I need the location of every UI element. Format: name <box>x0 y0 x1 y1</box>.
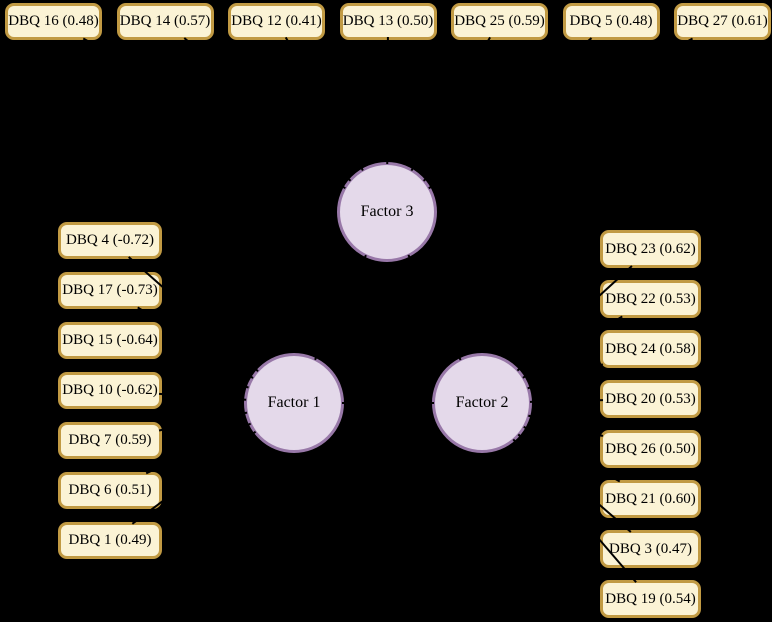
dbq-box: DBQ 4 (-0.72) <box>58 222 162 259</box>
dbq-box: DBQ 1 (0.49) <box>58 522 162 559</box>
dbq-box: DBQ 22 (0.53) <box>600 280 701 318</box>
dbq-box: DBQ 13 (0.50) <box>339 3 437 40</box>
dbq-box: DBQ 3 (0.47) <box>600 530 701 568</box>
dbq-box: DBQ 25 (0.59) <box>451 3 548 40</box>
dbq-box: DBQ 12 (0.41) <box>228 3 325 40</box>
connector-line <box>428 37 694 190</box>
connector-line <box>410 36 491 172</box>
dbq-box: DBQ 19 (0.54) <box>600 580 701 618</box>
dbq-box: DBQ 6 (0.51) <box>58 472 162 509</box>
connector-line <box>529 399 604 403</box>
dbq-box: DBQ 15 (-0.64) <box>58 322 162 359</box>
dbq-box: DBQ 23 (0.62) <box>600 230 701 268</box>
connector-line <box>528 414 604 437</box>
left-column: DBQ 4 (-0.72) DBQ 17 (-0.73) DBQ 15 (-0.… <box>58 222 162 559</box>
connector-line <box>407 254 462 361</box>
dbq-box: DBQ 24 (0.58) <box>600 330 701 368</box>
connector-line <box>314 254 367 361</box>
right-column: DBQ 23 (0.62) DBQ 22 (0.53) DBQ 24 (0.58… <box>600 230 701 618</box>
dbq-box: DBQ 27 (0.61) <box>674 3 771 40</box>
connector-line <box>158 356 249 389</box>
dbq-box: DBQ 7 (0.59) <box>58 422 162 459</box>
factor-3-circle: Factor 3 <box>337 162 437 262</box>
connector-line <box>422 37 593 182</box>
connector-line <box>284 36 364 171</box>
dbq-box: DBQ 26 (0.50) <box>600 430 701 468</box>
dbq-box: DBQ 17 (-0.73) <box>58 272 162 309</box>
connector-line <box>183 37 352 182</box>
dbq-box: DBQ 16 (0.48) <box>5 3 102 40</box>
connector-line <box>527 363 604 390</box>
factor-2-circle: Factor 2 <box>432 353 532 453</box>
dbq-box: DBQ 10 (-0.62) <box>58 372 162 409</box>
factor-1-circle: Factor 1 <box>244 353 344 453</box>
dbq-box: DBQ 5 (0.48) <box>562 3 660 40</box>
top-row: DBQ 16 (0.48) DBQ 14 (0.57) DBQ 12 (0.41… <box>5 3 771 40</box>
dbq-box: DBQ 14 (0.57) <box>116 3 214 40</box>
connector-line <box>386 36 389 165</box>
dbq-box: DBQ 20 (0.53) <box>600 380 701 418</box>
dbq-box: DBQ 21 (0.60) <box>600 480 701 518</box>
connector-line <box>158 411 248 432</box>
connector-line <box>158 392 247 401</box>
connector-line <box>82 37 346 190</box>
